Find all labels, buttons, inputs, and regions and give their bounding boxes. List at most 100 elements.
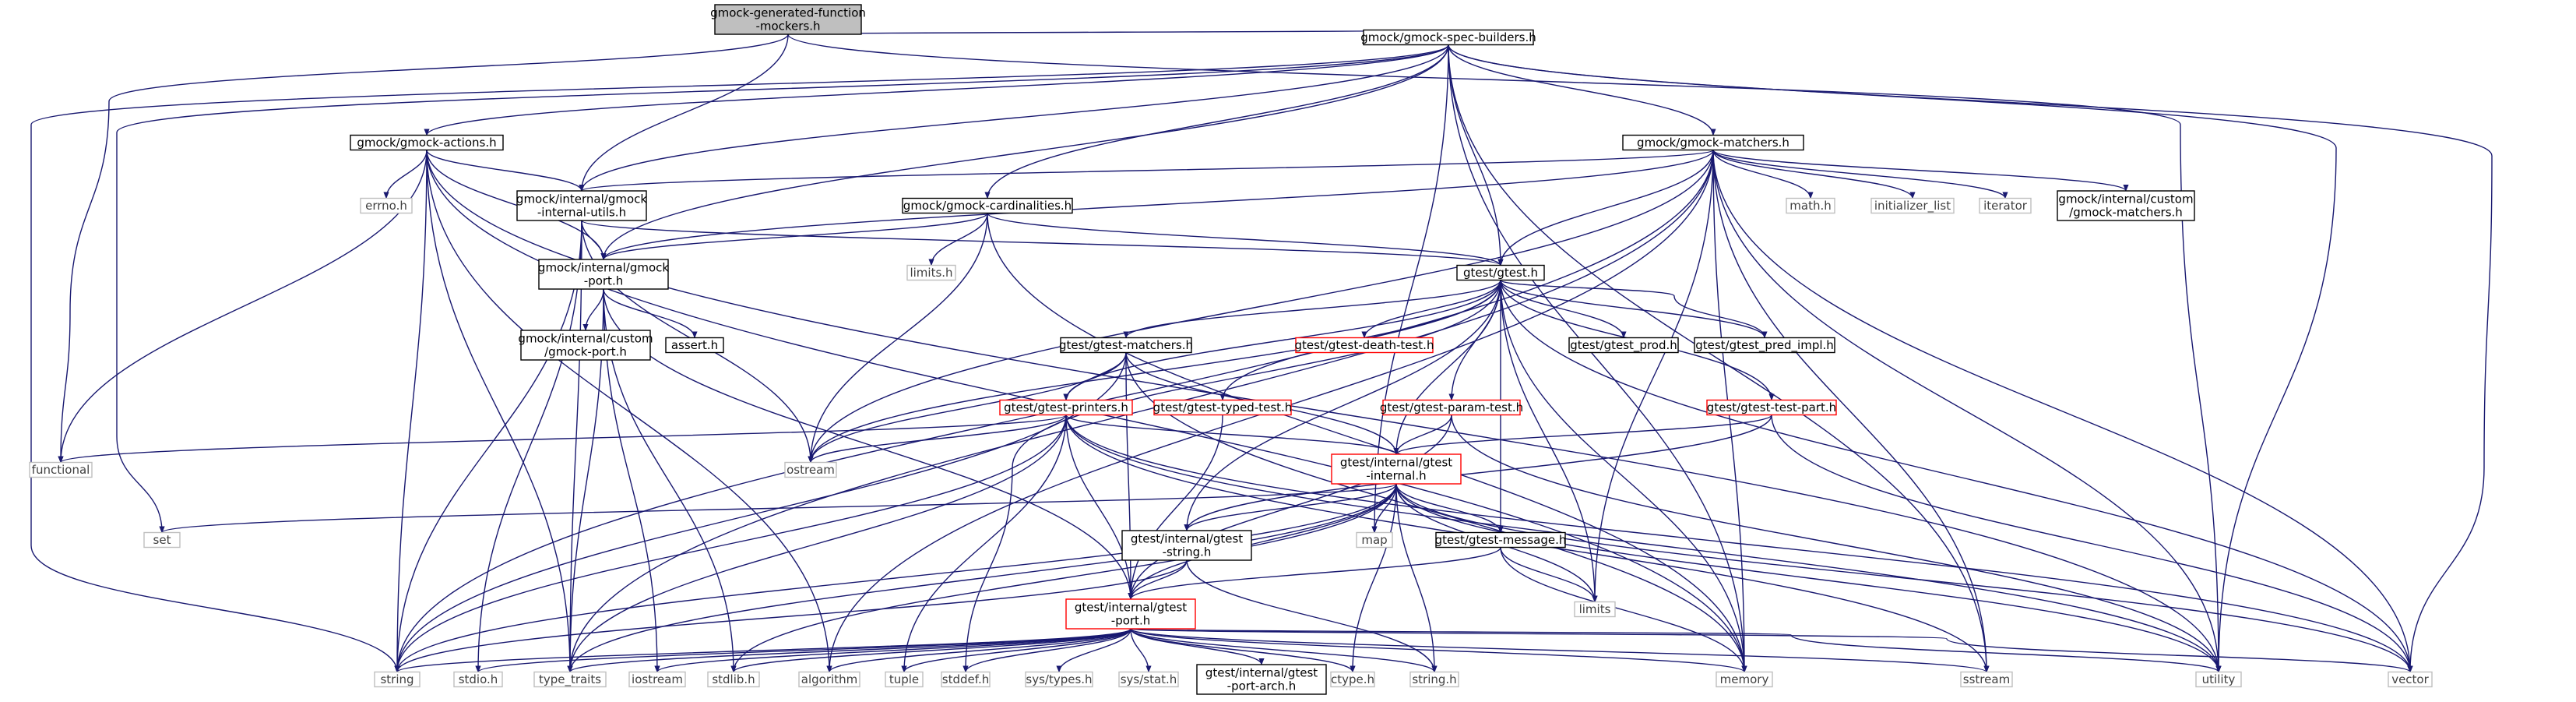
node-functional: functional [29,461,93,478]
edge [1125,352,1134,600]
node-label: algorithm [801,672,857,686]
node-label: gtest/internal/gtest [1075,601,1187,615]
node-gtest-gtest-pred-impl-h[interactable]: gtest/gtest_pred_impl.h [1694,337,1835,354]
edge-printers-to-functional [58,414,1067,464]
node-box [1456,264,1545,281]
node-gmock-internal-gmock-port-h[interactable]: gmock/internal/gmock-port.h [538,259,669,290]
node-label: gmock/internal/gmock [516,192,647,206]
node-label: gmock/internal/gmock [538,261,669,275]
edge-matchers-to-gtest [1497,150,1714,266]
node-box [798,671,860,688]
edge-gtmatch-to-ostream [808,352,1127,464]
node-box [1060,337,1192,354]
node-box [1025,671,1093,688]
edge-matchers-to-limits [1592,150,1714,603]
node-box [1196,664,1327,695]
node-gtest-gtest-h[interactable]: gtest/gtest.h [1456,264,1545,281]
node-box [1295,337,1434,354]
node-gtest-gtest-param-test-h[interactable]: gtest/gtest-param-test.h [1380,399,1523,416]
edge [394,414,1067,673]
node-gmock-gmock-matchers-h[interactable]: gmock/gmock-matchers.h [1622,134,1804,151]
edge-gtport-to-stdlib [730,628,1131,673]
node-box [1706,399,1837,416]
node-gtest-internal-gtest-string-h[interactable]: gtest/internal/gtest-string.h [1121,530,1252,561]
node-gmock-gmock-actions-h[interactable]: gmock/gmock-actions.h [350,134,504,151]
edge-gtport-to-iostream [654,628,1131,673]
node-gmock-internal-custom-gmock-port-h[interactable]: gmock/internal/custom/gmock-port.h [518,330,653,361]
edge [1712,150,1990,673]
node-gtest-gtest-prod-h[interactable]: gtest/gtest_prod.h [1568,337,1679,354]
node-gtest-gtest-message-h[interactable]: gtest/gtest-message.h [1435,531,1567,549]
edge-gtport-to-vector [1130,628,2413,673]
edge [567,414,1067,673]
node-box [707,671,760,688]
edge-gtest-to-vector [1500,280,2413,673]
edge [1500,280,1747,673]
node-box [1409,671,1459,688]
edge [901,628,1131,673]
edge-root-to-specb [787,29,1449,37]
edge-root-to-gmiu [579,34,789,192]
node-gtest-internal-gtest-port-h[interactable]: gtest/internal/gtest-port.h [1065,598,1196,630]
node-gmock-internal-custom-gmock-matchers-h[interactable]: gmock/internal/custom/gmock-matchers.h [2057,190,2195,221]
edge [1123,280,1501,339]
node-gtest-gtest-printers-h[interactable]: gtest/gtest-printers.h [999,399,1133,416]
node-gmock-gmock-spec-builders-h[interactable]: gmock/gmock-spec-builders.h [1360,29,1536,46]
node-gmock-internal-gmock-internal-utils-h[interactable]: gmock/internal/gmock-internal-utils.h [516,190,647,221]
edge-specb-to-set [116,44,1449,534]
node-gtest-gtest-matchers-h[interactable]: gtest/gtest-matchers.h [1059,337,1193,354]
edge-layer [30,29,2493,673]
node-box [941,671,991,688]
edge [1500,547,1598,603]
edge-param-to-gtint [1393,414,1452,455]
edge-matchers-to-ostream [808,150,1714,464]
edge [1500,547,1747,673]
node-box [533,671,607,688]
edge [1186,559,1438,673]
node-label: gtest/gtest-message.h [1435,533,1567,547]
edge-gtint-to-string [394,483,1397,673]
node-box [360,197,413,214]
edge-matchers-to-math [1712,150,1814,199]
edge [901,414,1067,673]
node-gtest-gtest-typed-test-h[interactable]: gtest/gtest-typed-test.h [1153,399,1293,416]
edge-printers-to-gtport [1065,414,1134,600]
edge-predimpl-to-gtest [1497,279,1765,338]
node-gtest-gtest-death-test-h[interactable]: gtest/gtest-death-test.h [1295,337,1434,354]
node-box [1694,337,1835,354]
edge-gtport-to-memory [1130,628,1747,673]
edge [984,44,1449,199]
node-gtest-gtest-test-part-h[interactable]: gtest/gtest-test-part.h [1706,399,1837,416]
node-box [1382,399,1521,416]
node-label: map [1361,533,1387,547]
edge [1130,628,1438,673]
edge-actions-to-string [394,150,428,673]
node-assert-h[interactable]: assert.h [665,337,724,354]
edge [603,288,698,339]
edge [394,220,582,673]
edge-gtmsg-to-gtport [1128,547,1501,600]
node-box [1574,601,1616,618]
node-box [628,671,686,688]
edge [1065,414,2222,673]
node-gmock-generated-function-mockers-h[interactable]: gmock-generated-function-mockers.h [710,4,866,35]
edge-actions-to-errno [383,150,428,199]
node-label: string.h [1412,672,1456,686]
edge [159,483,1397,534]
node-stddef-h: stddef.h [941,671,991,688]
edge-gtport-to-utility [1130,628,2222,673]
node-gtest-internal-gtest-port-arch-h[interactable]: gtest/internal/gtest-port-arch.h [1196,664,1327,695]
edge-specb-to-gmiu [579,44,1449,192]
node-label: stddef.h [942,672,989,686]
edge-actions-to-typetraits [426,150,573,673]
edge [1448,44,1747,673]
edge-gtmsg-to-memory [1500,547,1747,673]
node-sys-stat-h: sys/stat.h [1118,671,1179,688]
edge [394,150,428,673]
node-box [784,461,837,478]
edge [567,483,1397,673]
edge-gtint-to-stringh [1395,483,1438,673]
node-gtest-internal-gtest-internal-h[interactable]: gtest/internal/gtest-internal.h [1331,453,1462,485]
node-gmock-gmock-cardinalities-h[interactable]: gmock/gmock-cardinalities.h [902,197,1073,214]
